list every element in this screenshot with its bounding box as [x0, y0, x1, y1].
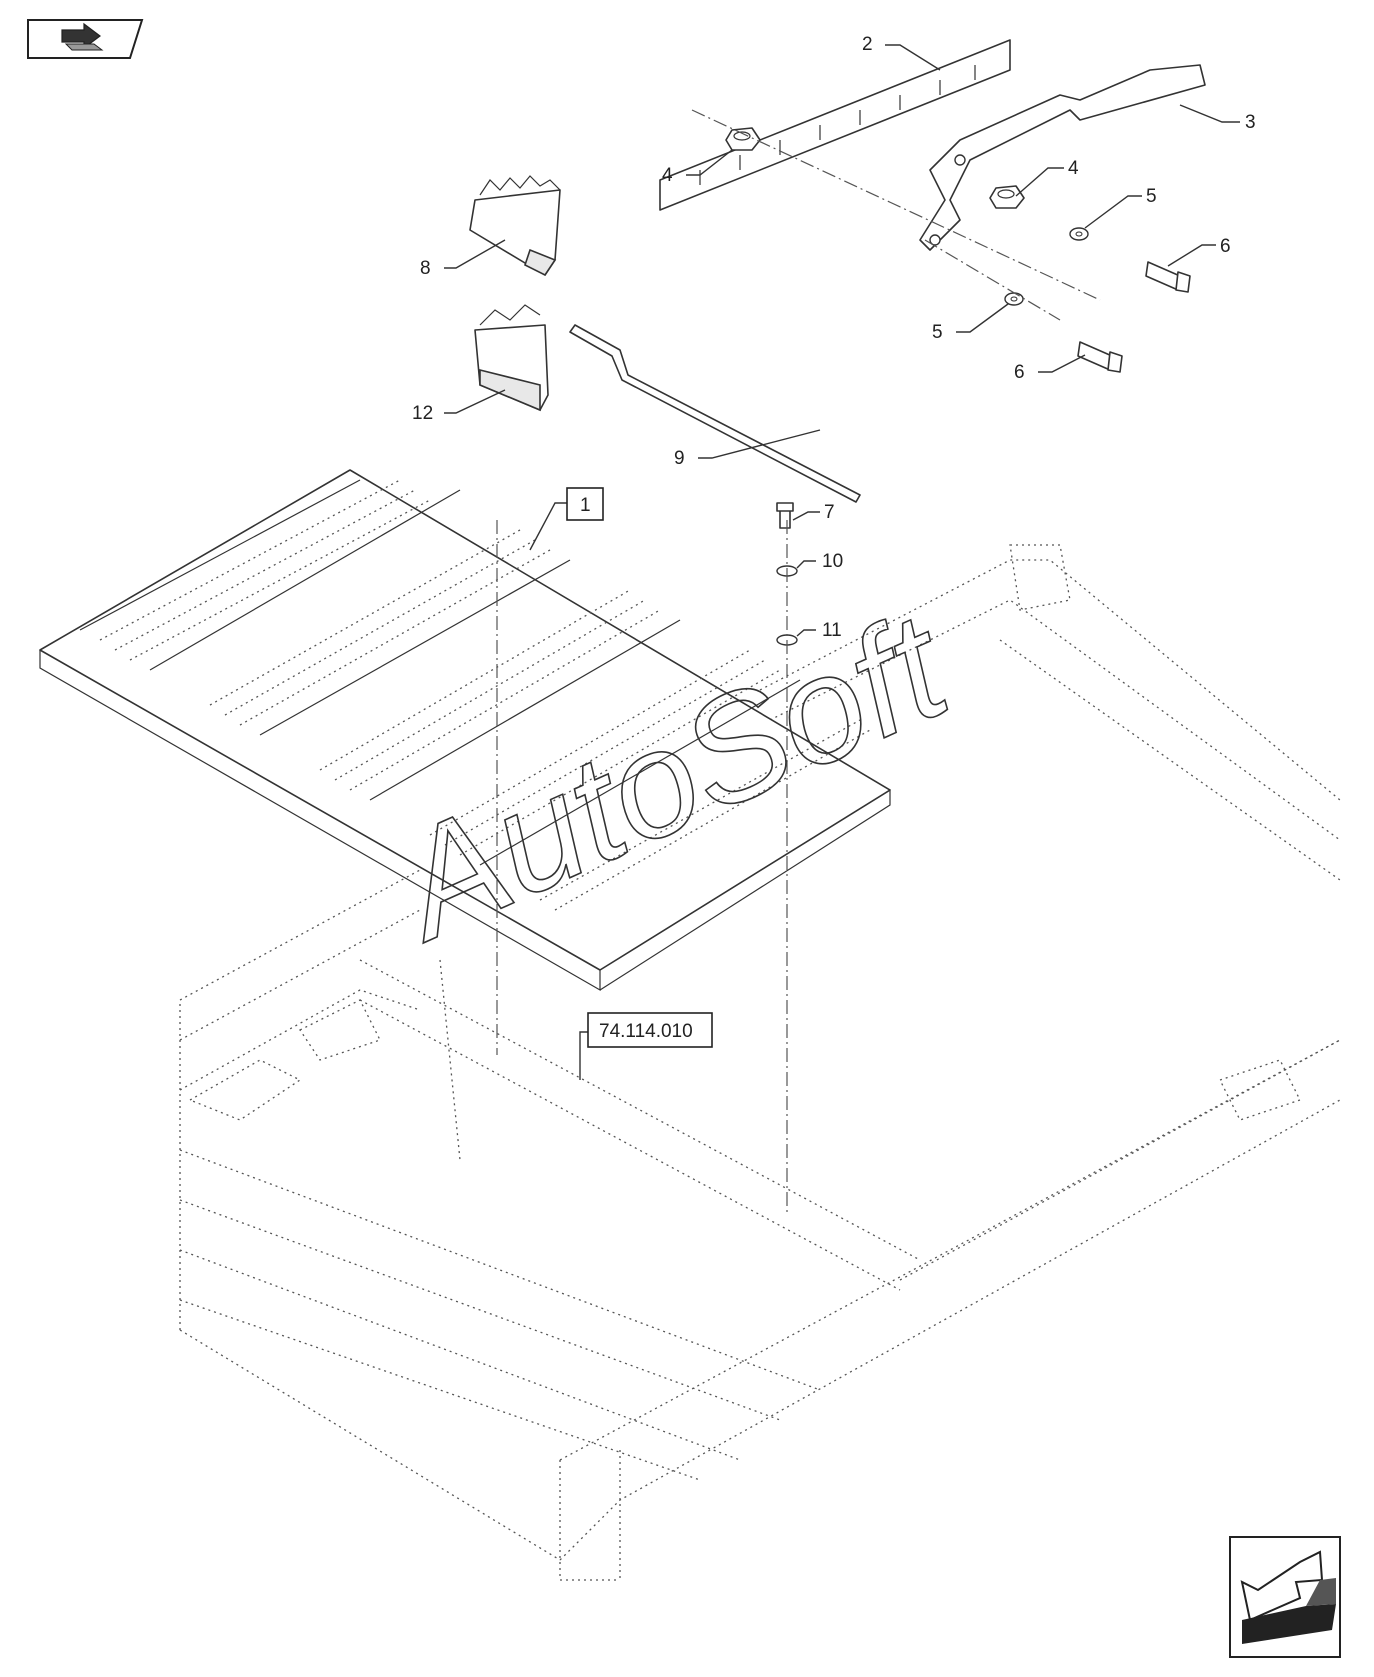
- callout-10: 10: [822, 551, 843, 572]
- callout-7: 7: [824, 502, 835, 523]
- next-page-arrow-icon[interactable]: [27, 19, 144, 59]
- previous-page-arrow-icon[interactable]: [1229, 1536, 1341, 1658]
- assembly-ref-label: 1: [580, 495, 591, 516]
- chassis-frame: [179, 544, 1341, 1581]
- small-bolt-part: [776, 502, 794, 529]
- bolt-part: [1145, 261, 1191, 293]
- callout-4: 4: [662, 165, 673, 186]
- finger-comb-part: [469, 175, 561, 277]
- nut-part: [725, 127, 761, 151]
- sieve-assembly: [39, 469, 891, 992]
- callout-8: 8: [420, 258, 431, 279]
- callout-3: 3: [1245, 112, 1256, 133]
- callout-6: 6: [1014, 362, 1025, 383]
- washer-part: [1069, 227, 1089, 241]
- rubber-strip-part: [659, 39, 1011, 211]
- center-lines: [496, 109, 1101, 1215]
- washer-part: [1004, 292, 1024, 306]
- cross-reference-label: 74.114.010: [599, 1021, 693, 1042]
- finger-part: [474, 304, 549, 412]
- callout-12: 12: [412, 403, 433, 424]
- callout-11: 11: [822, 620, 842, 641]
- rod-part: [569, 324, 861, 503]
- callout-2: 2: [862, 34, 873, 55]
- callout-6: 6: [1220, 236, 1231, 257]
- callout-4: 4: [1068, 158, 1079, 179]
- callout-labels: 2 3 4 4 5 5 6 6 7 8 9 10 11 12: [412, 34, 1256, 641]
- nut-part: [989, 185, 1025, 209]
- sieve-slots: [99, 479, 871, 911]
- lever-arm-part: [919, 64, 1206, 251]
- cross-reference-box[interactable]: 74.114.010: [587, 1012, 713, 1048]
- bolt-part: [1077, 341, 1123, 373]
- callout-5: 5: [932, 322, 943, 343]
- callout-9: 9: [674, 448, 685, 469]
- callout-5: 5: [1146, 186, 1157, 207]
- assembly-ref-box[interactable]: 1: [566, 487, 604, 521]
- leader-lines: [444, 44, 1240, 1080]
